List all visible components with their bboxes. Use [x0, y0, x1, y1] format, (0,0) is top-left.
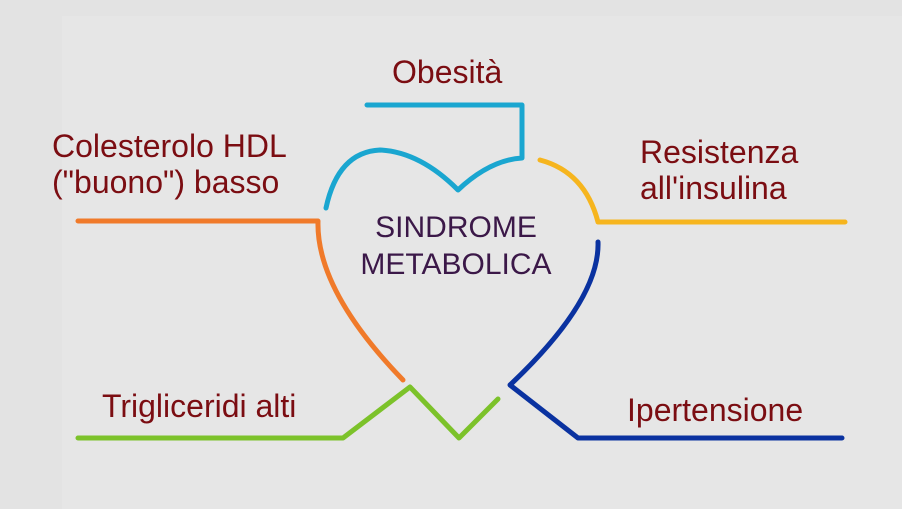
label-colesterolo: Colesterolo HDL ("buono") basso	[52, 128, 287, 200]
connector-ipertensione	[507, 239, 845, 441]
center-title: SINDROME METABOLICA	[326, 209, 586, 283]
connector-resistenza	[537, 157, 848, 225]
center-title-line1: SINDROME	[375, 211, 537, 244]
connector-colesterolo	[75, 218, 406, 383]
connector-obesita	[323, 102, 525, 211]
center-title-line2: METABOLICA	[360, 248, 552, 281]
label-ipertensione: Ipertensione	[627, 392, 804, 428]
label-resistenza: Resistenza all'insulina	[640, 134, 799, 206]
label-trigliceridi: Trigliceridi alti	[102, 388, 297, 424]
connector-trigliceridi	[75, 384, 501, 441]
background-panel	[62, 16, 902, 509]
label-obesita: Obesità	[392, 54, 503, 90]
